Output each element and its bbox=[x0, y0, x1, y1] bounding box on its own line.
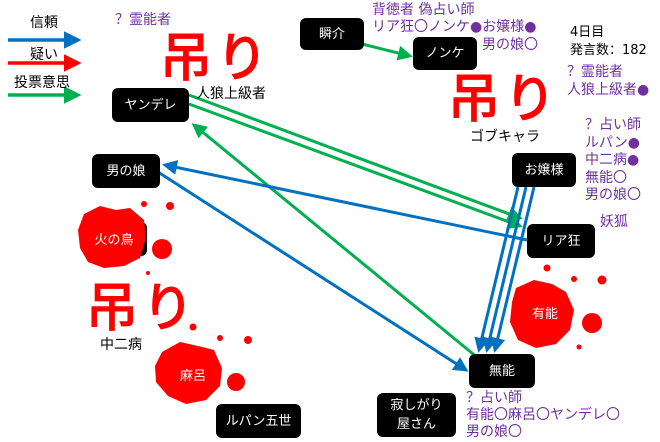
blood-splat-hinotori bbox=[78, 206, 146, 268]
node-maro[interactable]: 麻呂 bbox=[179, 369, 206, 384]
arrow-munou-yandere bbox=[191, 123, 479, 360]
note-bottom-seer-3: 男の娘〇 bbox=[466, 424, 522, 440]
note-top-center-2: リア狂〇ノンケ●お嬢様● bbox=[372, 19, 537, 35]
node-lupin[interactable]: ルパン五世 bbox=[216, 404, 301, 438]
arrow-shunsuke-nonke bbox=[361, 42, 413, 61]
post-count: 発言数：182 bbox=[570, 43, 647, 58]
note-top-center-1: 背徳者 偽占い師 bbox=[372, 2, 475, 18]
arrow-yandere-riakyou-2 bbox=[188, 102, 523, 229]
note-top-center-3: 男の娘〇 bbox=[482, 37, 538, 53]
arrow-otokonoko-munou bbox=[157, 170, 469, 372]
node-shunsuke[interactable]: 瞬介 bbox=[300, 18, 364, 50]
hanged-name-1: 人狼上級者 bbox=[196, 86, 266, 102]
legend-vote-label: 投票意思 bbox=[14, 75, 70, 91]
legend-trust-label: 信頼 bbox=[30, 15, 58, 31]
note-seer-1: ？占い師 bbox=[585, 117, 641, 133]
note-medium-2: 人狼上級者● bbox=[567, 82, 650, 98]
note-medium-1: ？霊能者 bbox=[567, 64, 623, 80]
hanged-label-1: 吊り bbox=[160, 29, 273, 89]
note-seer-5: 男の娘〇 bbox=[585, 187, 641, 203]
hanged-name-2: ゴブキャラ bbox=[470, 129, 540, 145]
node-otokonoko[interactable]: 男の娘 bbox=[92, 154, 160, 188]
node-sabishigari[interactable]: 寂しがり 屋さん bbox=[377, 393, 456, 437]
arrow-yandere-riakyou-1 bbox=[188, 93, 523, 221]
node-nonke[interactable]: ノンケ bbox=[413, 37, 477, 70]
hanged-label-2: 吊り bbox=[448, 70, 561, 130]
arrow-riakyou-otokonoko bbox=[162, 160, 528, 242]
node-hinotori[interactable]: 火の鳥 bbox=[94, 233, 134, 248]
arrow-ojousama-munou-3 bbox=[490, 186, 536, 353]
arrow-ojousama-munou-2 bbox=[482, 186, 528, 353]
blood-splat-yuunou bbox=[510, 280, 574, 348]
node-ojousama[interactable]: お嬢様 bbox=[512, 153, 576, 187]
hanged-label-3: 吊り bbox=[86, 279, 199, 339]
node-riakyou[interactable]: リア狂 bbox=[527, 224, 595, 258]
note-bottom-seer-1: ？占い師 bbox=[466, 390, 522, 406]
arrow-ojousama-munou-1 bbox=[474, 186, 520, 353]
note-bottom-seer-2: 有能〇麻呂〇ヤンデレ〇 bbox=[466, 407, 620, 423]
note-seer-4: 無能〇 bbox=[585, 170, 627, 186]
node-munou[interactable]: 無能 bbox=[469, 354, 535, 388]
day-counter: 4日目 bbox=[570, 25, 605, 40]
note-seer-2: ルパン● bbox=[585, 135, 640, 151]
node-yandere[interactable]: ヤンデレ bbox=[112, 88, 189, 122]
blood-splat-maro bbox=[155, 342, 222, 404]
note-seer-3: 中二病● bbox=[585, 152, 640, 168]
note-fox: 妖狐 bbox=[600, 214, 628, 230]
hanged-name-3: 中二病 bbox=[100, 337, 142, 353]
note-top-left: ？霊能者 bbox=[115, 12, 171, 28]
legend-doubt-label: 疑い bbox=[30, 47, 58, 63]
node-yuunou[interactable]: 有能 bbox=[531, 307, 558, 322]
